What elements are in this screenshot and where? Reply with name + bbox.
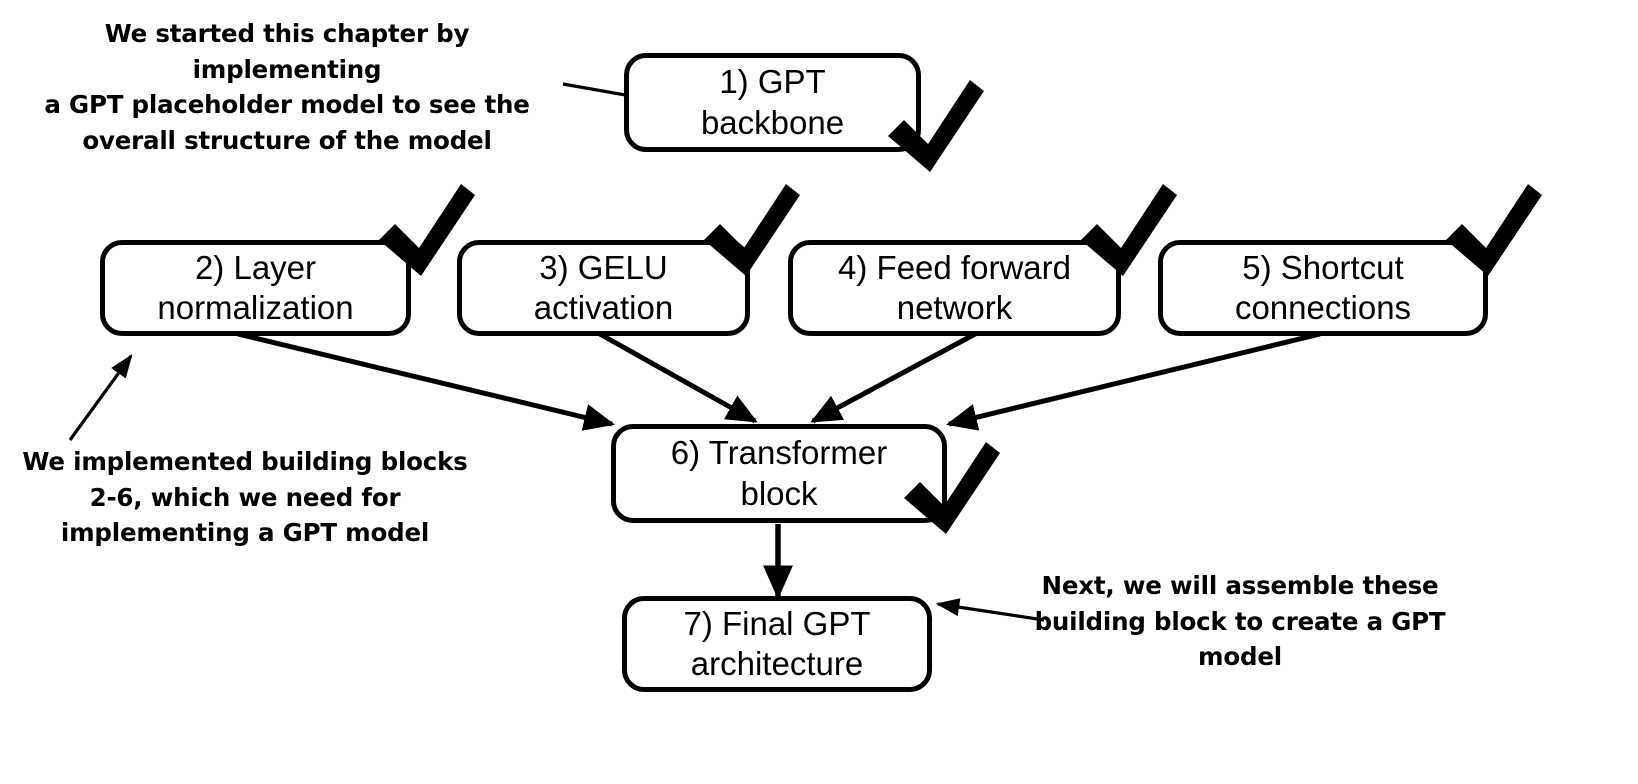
annotation-bottom-left: We implemented building blocks 2-6, whic… bbox=[20, 444, 470, 551]
annotation-top-left: We started this chapter by implementing … bbox=[12, 16, 562, 158]
annotation-bottom-right-line-1: Next, we will assemble these bbox=[1041, 571, 1439, 600]
annotation-bottom-right-line-3: model bbox=[1198, 642, 1282, 672]
annotation-bottom-right-line-2: building block to create a GPT bbox=[1034, 606, 1446, 636]
edge-layer-normalization-to-transformer-block bbox=[237, 331, 616, 431]
annotation-bottom-left-line-3: implementing a GPT model bbox=[60, 518, 430, 548]
edge-annotation-bottom-right-to-final-gpt-architecture bbox=[935, 598, 1045, 622]
edge-annotation-bottom-left-to-layer-normalization bbox=[68, 354, 133, 441]
edge-shortcut-connections-to-transformer-block bbox=[945, 331, 1321, 431]
annotation-top-left-line-1: We started this chapter by implementing bbox=[104, 19, 470, 84]
edge-gelu-activation-to-transformer-block bbox=[596, 330, 758, 424]
annotation-bottom-left-line-2: 2-6, which we need for bbox=[89, 482, 401, 512]
annotation-top-left-line-3: overall structure of the model bbox=[82, 125, 492, 155]
annotation-bottom-left-line-1: We implemented building blocks bbox=[22, 447, 468, 476]
annotation-top-left-line-2: a GPT placeholder model to see the bbox=[44, 90, 530, 120]
annotation-bottom-right: Next, we will assemble these building bl… bbox=[1030, 568, 1450, 675]
edge-feed-forward-network-to-transformer-block bbox=[810, 330, 979, 424]
